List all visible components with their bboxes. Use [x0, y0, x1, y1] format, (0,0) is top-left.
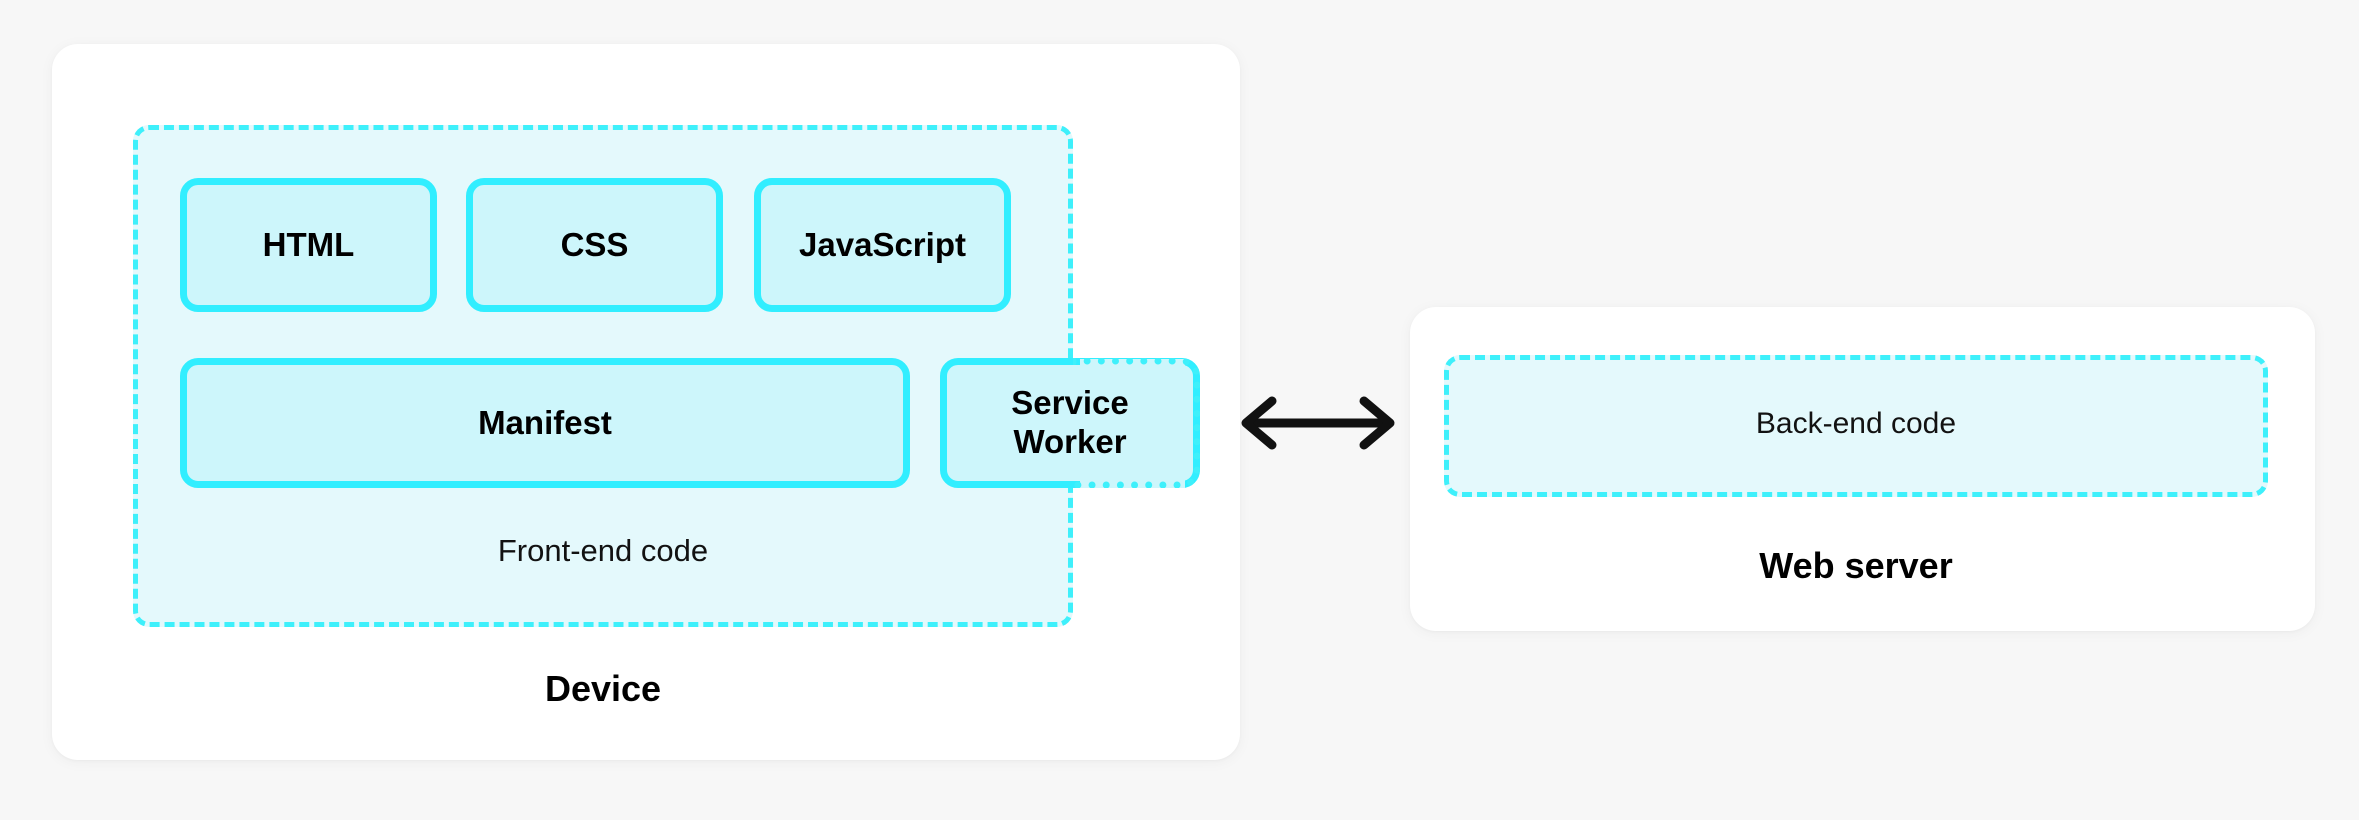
frontend-code-caption: Front-end code — [497, 533, 709, 568]
backend-code-caption: Back-end code — [1755, 407, 1957, 440]
tech-box-html[interactable]: HTML — [180, 178, 437, 312]
backend-code-region — [1444, 355, 2268, 497]
service-worker-label-line1: Service — [1011, 384, 1129, 422]
service-worker-label: Service Worker — [1011, 384, 1128, 462]
tech-box-service-worker[interactable]: Service Worker — [940, 358, 1200, 488]
double-headed-arrow-icon — [1241, 396, 1395, 450]
service-worker-label-line2: Worker — [1013, 423, 1127, 460]
tech-box-manifest[interactable]: Manifest — [180, 358, 910, 488]
tech-box-css[interactable]: CSS — [466, 178, 723, 312]
web-server-caption: Web server — [1759, 545, 1953, 586]
device-caption: Device — [544, 668, 662, 709]
tech-box-javascript[interactable]: JavaScript — [754, 178, 1011, 312]
